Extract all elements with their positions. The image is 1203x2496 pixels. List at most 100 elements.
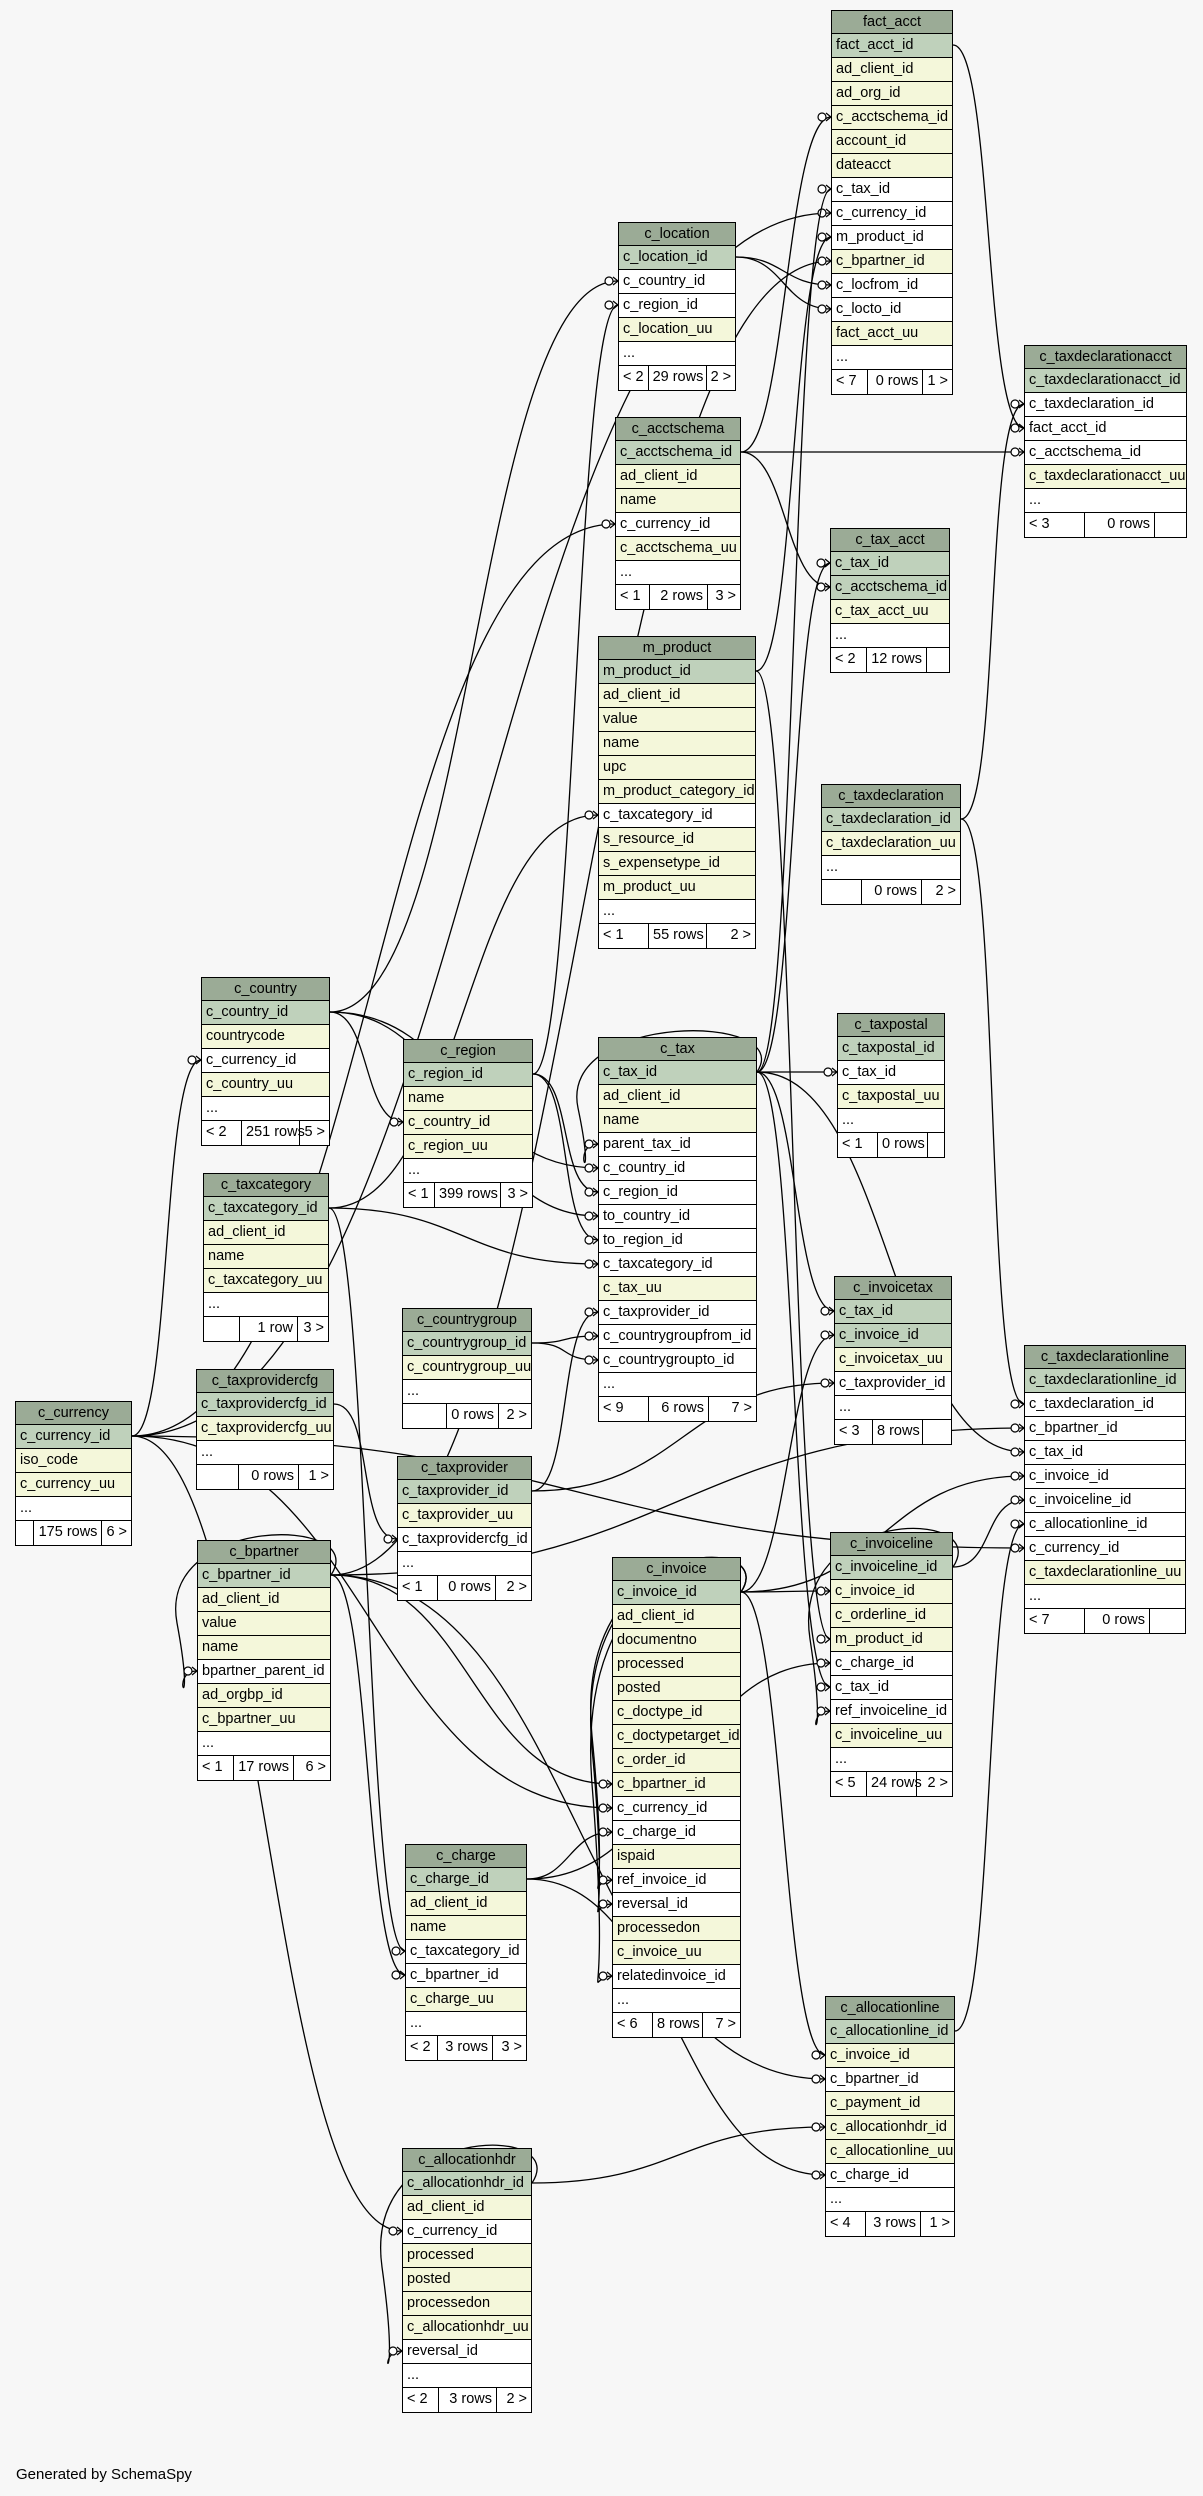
- table-header: c_tax: [599, 1038, 756, 1061]
- column-c-tax-id: c_tax_id: [1025, 1441, 1185, 1465]
- row-count: 251 rows: [242, 1121, 305, 1145]
- parents-count: < 9: [599, 1397, 649, 1421]
- column-c-currency-id: c_currency_id: [1025, 1537, 1185, 1561]
- relationship-c_taxdeclarationline-c_tax_id: [756, 1071, 1025, 1453]
- relationship-c_invoicetax-c_invoice_id: [740, 1334, 835, 1593]
- column-c-country-id: c_country_id: [619, 270, 735, 294]
- relationship-c_invoicetax-c_tax_id: [756, 1071, 835, 1312]
- more-columns: ...: [619, 342, 735, 366]
- table-header: c_taxdeclaration: [822, 785, 960, 808]
- parents-count: < 4: [826, 2212, 866, 2236]
- row-count: 3 rows: [866, 2212, 921, 2236]
- column-c-acctschema-uu: c_acctschema_uu: [616, 537, 740, 561]
- column-c-taxdeclaration-uu: c_taxdeclaration_uu: [822, 832, 960, 856]
- relationship-fact_acct-c_locto_id: [735, 256, 832, 310]
- more-columns: ...: [403, 2364, 531, 2388]
- column-c-taxcategory-uu: c_taxcategory_uu: [204, 1269, 328, 1293]
- table-header: c_allocationline: [826, 1997, 954, 2020]
- table-header: c_taxprovider: [398, 1457, 531, 1480]
- optional-marker: [820, 1306, 830, 1316]
- relationship-c_invoicetax-c_taxprovider_id: [531, 1382, 835, 1492]
- column-c-tax-id: c_tax_id: [831, 1676, 952, 1700]
- table-header: c_taxpostal: [838, 1014, 944, 1037]
- optional-marker: [816, 582, 826, 592]
- column-ad-client-id: ad_client_id: [204, 1221, 328, 1245]
- column-fact-acct-uu: fact_acct_uu: [832, 322, 952, 346]
- parents-count: [822, 880, 862, 904]
- parents-count: < 2: [619, 366, 649, 390]
- column-c-tax-id: c_tax_id: [831, 552, 949, 576]
- row-count: 3 rows: [439, 2388, 497, 2412]
- parents-count: < 2: [403, 2388, 439, 2412]
- column-c-acctschema-id: c_acctschema_id: [831, 576, 949, 600]
- column-c-region-id: c_region_id: [619, 294, 735, 318]
- children-count: 2 >: [935, 883, 956, 899]
- column-c-acctschema-id: c_acctschema_id: [832, 106, 952, 130]
- column-m-product-id: m_product_id: [599, 660, 755, 684]
- optional-marker: [816, 1706, 826, 1716]
- more-columns: ...: [832, 346, 952, 370]
- more-columns: ...: [406, 2012, 526, 2036]
- column-c-country-id: c_country_id: [404, 1111, 532, 1135]
- table-header: c_taxcategory: [204, 1174, 328, 1197]
- optional-marker: [187, 1055, 197, 1065]
- table-header: fact_acct: [832, 11, 952, 34]
- parents-count: < 1: [616, 585, 650, 609]
- column-c-country-id: c_country_id: [599, 1157, 756, 1181]
- column-value: value: [599, 708, 755, 732]
- table-header: c_invoicetax: [835, 1277, 951, 1300]
- relationship-c_invoice-c_bpartner_id: [330, 1574, 613, 1785]
- column-c-currency-id: c_currency_id: [616, 513, 740, 537]
- column-ref-invoice-id: ref_invoice_id: [613, 1869, 740, 1893]
- row-count: 55 rows: [649, 924, 707, 948]
- optional-marker: [1010, 423, 1020, 433]
- relationship-c_invoiceline-c_tax_id: [756, 1071, 831, 1688]
- column-c-bpartner-id: c_bpartner_id: [826, 2068, 954, 2092]
- column-reversal-id: reversal_id: [613, 1893, 740, 1917]
- children-count: 2 >: [506, 1407, 527, 1423]
- column-c-invoiceline-uu: c_invoiceline_uu: [831, 1724, 952, 1748]
- column-c-currency-id: c_currency_id: [16, 1425, 131, 1449]
- optional-marker: [601, 519, 611, 529]
- children-count: [927, 648, 949, 672]
- relationship-c_taxdeclarationline-c_allocationline_id: [954, 1523, 1025, 2032]
- optional-marker: [598, 1971, 608, 1981]
- children-count: 2 >: [730, 927, 751, 943]
- column-c-taxdeclaration-id: c_taxdeclaration_id: [1025, 1393, 1185, 1417]
- column-c-taxprovidercfg-id: c_taxprovidercfg_id: [197, 1393, 333, 1417]
- column-posted: posted: [403, 2268, 531, 2292]
- children-count: 6 >: [106, 1524, 127, 1540]
- column-countrycode: countrycode: [202, 1025, 329, 1049]
- table-header: c_taxdeclarationacct: [1025, 346, 1186, 369]
- column-m-product-category-id: m_product_category_id: [599, 780, 755, 804]
- row-count: 8 rows: [653, 2013, 703, 2037]
- children-count: 3 >: [303, 1320, 324, 1336]
- parents-count: < 2: [831, 648, 867, 672]
- column-c-charge-uu: c_charge_uu: [406, 1988, 526, 2012]
- more-columns: ...: [599, 900, 755, 924]
- column-c-location-id: c_location_id: [619, 246, 735, 270]
- relationship-c_taxdeclarationline-c_invoiceline_id: [952, 1499, 1025, 1568]
- optional-marker: [816, 1634, 826, 1644]
- column-c-bpartner-id: c_bpartner_id: [406, 1964, 526, 1988]
- optional-marker: [584, 1211, 594, 1221]
- footer-credit: Generated by SchemaSpy: [16, 2466, 192, 2483]
- column-fact-acct-id: fact_acct_id: [1025, 417, 1186, 441]
- optional-marker: [604, 276, 614, 286]
- column-processed: processed: [613, 1653, 740, 1677]
- children-count: [1150, 1609, 1185, 1633]
- column-dateacct: dateacct: [832, 154, 952, 178]
- row-count: 0 rows: [239, 1465, 299, 1489]
- optional-marker: [1010, 447, 1020, 457]
